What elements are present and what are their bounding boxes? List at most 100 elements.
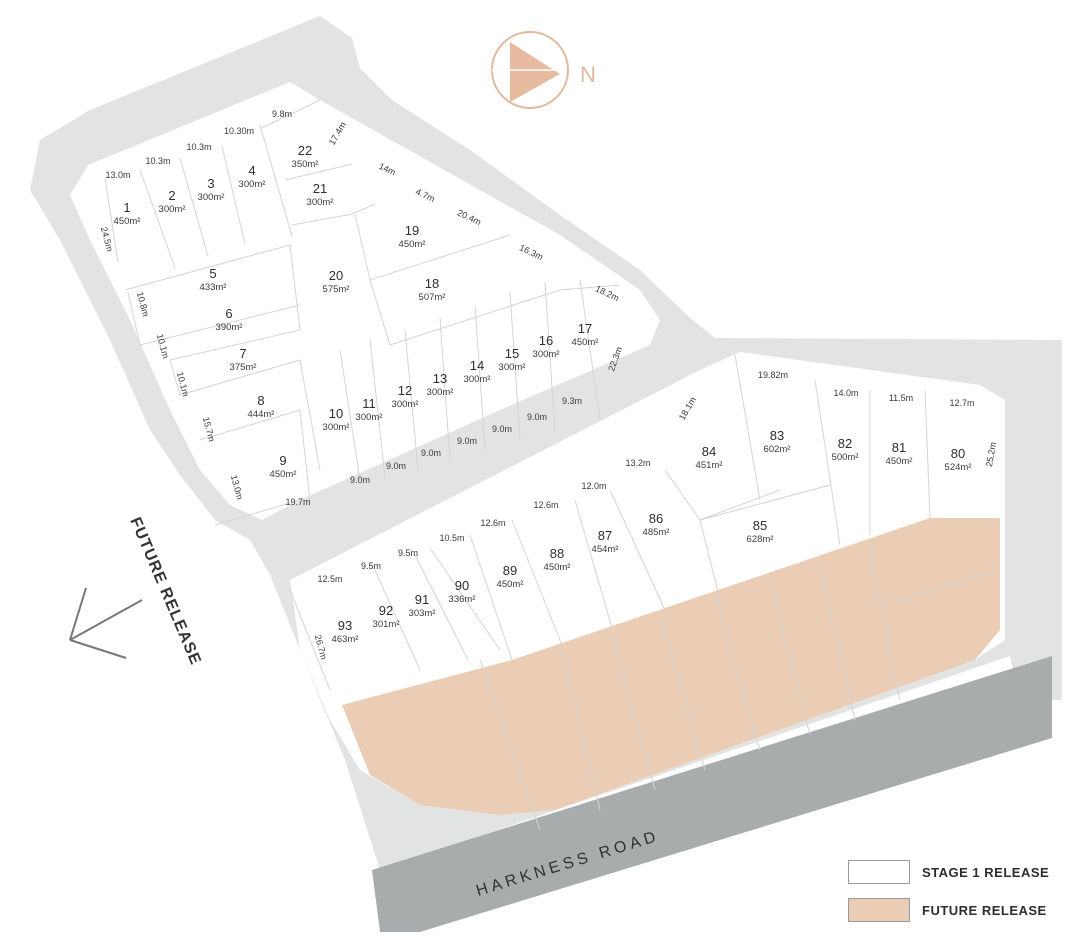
dimension-label: 9.5m <box>398 548 418 558</box>
dimension-label: 10.3m <box>145 156 170 166</box>
lot-area: 454m² <box>592 544 619 555</box>
lot-number: 20 <box>329 268 343 283</box>
dimension-label: 12.5m <box>317 574 342 584</box>
lot-number: 14 <box>470 358 484 373</box>
lot-area: 300m² <box>356 412 383 423</box>
lot-area: 450m² <box>572 337 599 348</box>
lot-number: 81 <box>892 440 906 455</box>
legend-swatch-stage1 <box>848 860 910 884</box>
lot-area: 303m² <box>409 608 436 619</box>
lot-area: 451m² <box>696 460 723 471</box>
lot-number: 19 <box>405 223 419 238</box>
lot-number: 1 <box>123 200 130 215</box>
north-arrow-icon: N <box>491 31 596 109</box>
dimension-label: 9.0m <box>386 461 406 471</box>
upper-block <box>70 82 660 526</box>
lot-area: 375m² <box>230 362 257 373</box>
lot-area: 433m² <box>200 282 227 293</box>
legend-label-future: FUTURE RELEASE <box>922 902 1047 918</box>
lot-area: 500m² <box>832 452 859 463</box>
lot-area: 507m² <box>419 292 446 303</box>
lot-number: 92 <box>379 603 393 618</box>
legend-swatch-future <box>848 898 910 922</box>
dimension-label: 9.0m <box>492 424 512 434</box>
legend-label-stage1: STAGE 1 RELEASE <box>922 864 1050 880</box>
lot-area: 300m² <box>307 197 334 208</box>
lot-area: 463m² <box>332 634 359 645</box>
lot-area: 575m² <box>323 284 350 295</box>
dimension-label: 11.5m <box>889 393 913 403</box>
dimension-label: 9.5m <box>361 561 381 571</box>
dimension-label: 9.0m <box>457 436 477 446</box>
dimension-label: 10.3m <box>186 142 211 152</box>
lot-number: 93 <box>338 618 352 633</box>
dimension-label: 25.2m <box>984 441 998 467</box>
north-label: N <box>580 62 596 87</box>
dimension-label: 9.0m <box>350 475 370 485</box>
lot-area: 300m² <box>533 349 560 360</box>
lot-area: 450m² <box>544 562 571 573</box>
lot-area: 300m² <box>392 399 419 410</box>
lot-number: 12 <box>398 383 412 398</box>
lot-area: 450m² <box>886 456 913 467</box>
lot-number: 84 <box>702 444 716 459</box>
dimension-label: 9.0m <box>421 448 441 458</box>
lot-area: 628m² <box>747 534 774 545</box>
dimension-label: 13.2m <box>625 458 650 468</box>
lot-number: 6 <box>225 306 232 321</box>
dimension-label: 10.30m <box>224 126 254 136</box>
upper-block-lots <box>70 82 660 520</box>
lot-number: 10 <box>329 406 343 421</box>
lot-number: 17 <box>578 321 592 336</box>
dimension-label: 19.7m <box>285 497 310 507</box>
lot-number: 83 <box>770 428 784 443</box>
lower-block <box>289 352 1005 831</box>
lot-area: 390m² <box>216 322 243 333</box>
lot-number: 90 <box>455 578 469 593</box>
lot-area: 300m² <box>323 422 350 433</box>
lot-number: 22 <box>298 143 312 158</box>
dimension-label: 12.6m <box>480 518 505 528</box>
lot-number: 82 <box>838 436 852 451</box>
lot-area: 300m² <box>239 179 266 190</box>
lot-area: 350m² <box>292 159 319 170</box>
dimension-label: 19.82m <box>758 370 788 380</box>
lot-number: 87 <box>598 528 612 543</box>
lot-number: 16 <box>539 333 553 348</box>
lot-area: 300m² <box>427 387 454 398</box>
lot-area: 336m² <box>449 594 476 605</box>
lot-area: 301m² <box>373 619 400 630</box>
dimension-label: 10.5m <box>439 533 464 543</box>
lot-number: 85 <box>753 518 767 533</box>
lot-number: 2 <box>168 188 175 203</box>
lot-area: 300m² <box>159 204 186 215</box>
lot-labels: 1450m²2300m²3300m²4300m²5433m²6390m²7375… <box>114 143 972 645</box>
dimension-label: 9.0m <box>527 412 547 422</box>
lot-number: 9 <box>279 453 286 468</box>
lot-number: 18 <box>425 276 439 291</box>
lot-number: 13 <box>433 371 447 386</box>
lot-number: 4 <box>248 163 255 178</box>
future-release-area <box>342 518 1000 815</box>
lot-number: 86 <box>649 511 663 526</box>
lot-area: 450m² <box>399 239 426 250</box>
lot-number: 11 <box>362 396 376 411</box>
legend-item-future: FUTURE RELEASE <box>848 896 1068 924</box>
lot-number: 89 <box>503 563 517 578</box>
harkness-road-surface <box>372 656 1052 932</box>
lot-number: 21 <box>313 181 327 196</box>
lot-area: 450m² <box>270 469 297 480</box>
future-release-label: FUTURE RELEASE <box>126 515 204 668</box>
lot-number: 8 <box>257 393 264 408</box>
lot-number: 7 <box>239 346 246 361</box>
lot-area: 450m² <box>114 216 141 227</box>
lot-area: 300m² <box>499 362 526 373</box>
dimension-label: 9.3m <box>562 396 582 406</box>
lot-number: 88 <box>550 546 564 561</box>
lot-area: 524m² <box>945 462 972 473</box>
dimension-label: 12.7m <box>949 398 974 408</box>
lot-number: 80 <box>951 446 965 461</box>
dimension-label: 9.8m <box>272 109 292 119</box>
lot-number: 15 <box>505 346 519 361</box>
